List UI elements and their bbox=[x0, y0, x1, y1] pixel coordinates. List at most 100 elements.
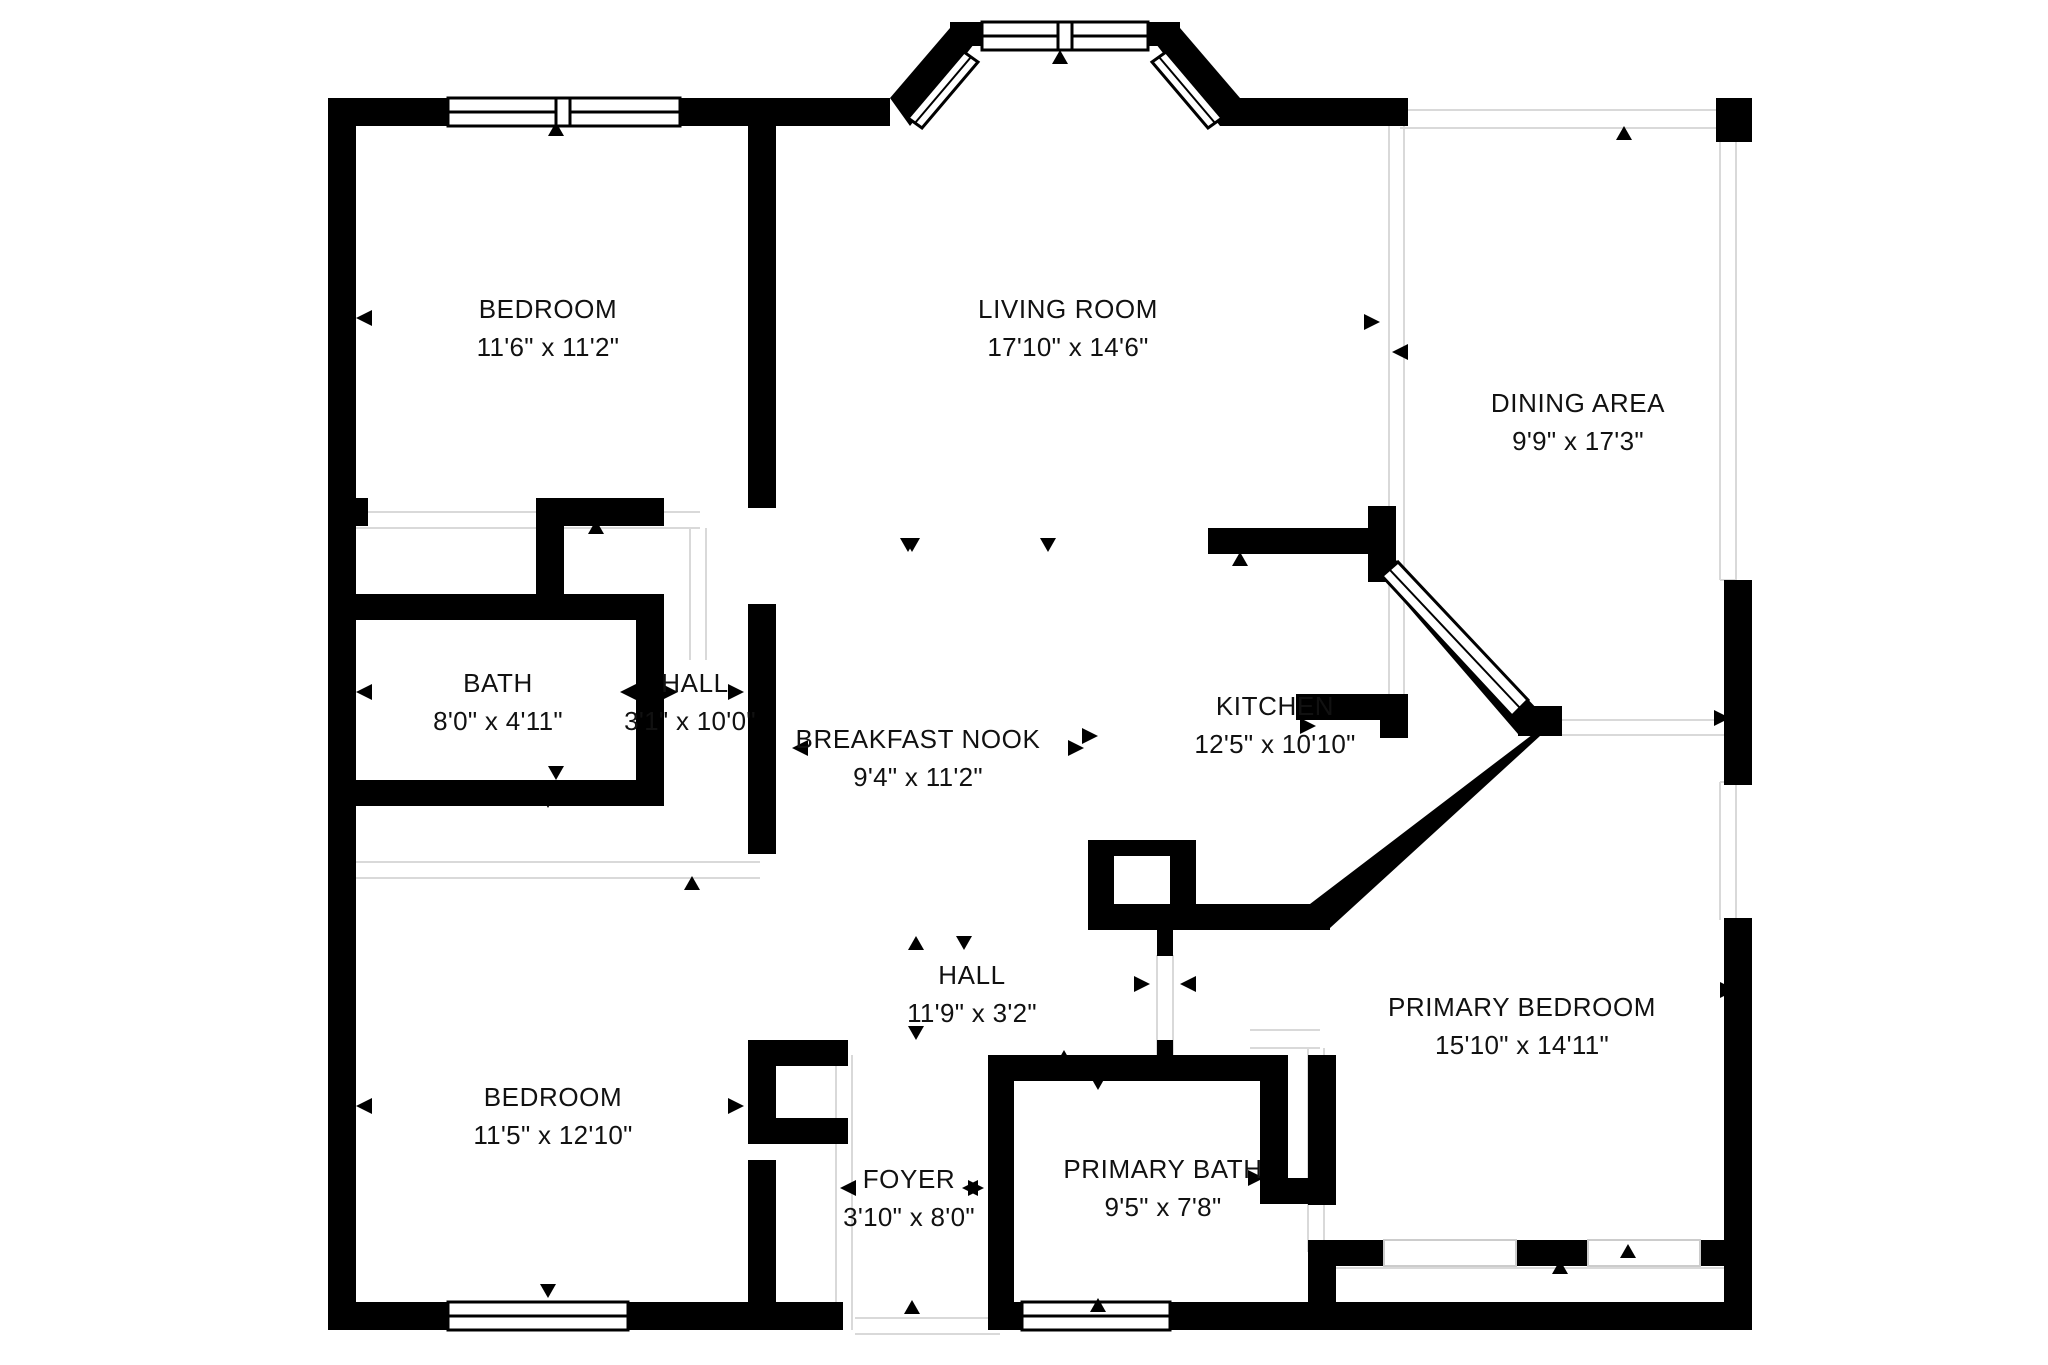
label-hall-2-dims: 11'9" x 3'2" bbox=[907, 998, 1037, 1028]
wall-pbr-closet-top-b bbox=[1516, 1240, 1588, 1266]
marker-bedroom1-window bbox=[548, 122, 564, 136]
marker-bedroom2-top bbox=[540, 794, 556, 808]
wall-hall1-top bbox=[636, 498, 664, 526]
marker-bath-left bbox=[356, 684, 372, 700]
wall-bath-bottom bbox=[328, 780, 608, 806]
wall-bedroom2-closet-bottom bbox=[748, 1118, 848, 1144]
marker-pbr-closet bbox=[1552, 1260, 1568, 1274]
marker-pbath-top bbox=[1090, 1076, 1106, 1090]
walls bbox=[328, 22, 1752, 1330]
label-foyer-name: FOYER bbox=[863, 1164, 956, 1194]
window-bay-center bbox=[980, 20, 1150, 52]
wall-kitchen-angle-lower bbox=[1310, 712, 1562, 928]
room-label-foyer: FOYER 3'10" x 8'0" bbox=[843, 1164, 974, 1232]
marker-pbath-bottom bbox=[1090, 1298, 1106, 1312]
wall-bottom-right bbox=[1264, 1302, 1752, 1330]
wall-exterior-right-a bbox=[1724, 580, 1752, 785]
wall-top-left-b bbox=[680, 98, 890, 126]
room-label-bath: BATH 8'0" x 4'11" bbox=[433, 668, 563, 736]
marker-bedroom2-right bbox=[728, 1098, 744, 1114]
wall-kitchen-bottom bbox=[1088, 904, 1330, 930]
room-label-primary-bedroom: PRIMARY BEDROOM 15'10" x 14'11" bbox=[1388, 992, 1656, 1060]
wall-bedroom2-closet-top bbox=[748, 1040, 848, 1066]
marker-nook-up bbox=[900, 538, 916, 552]
wall-hall2-stub-top bbox=[1157, 930, 1173, 956]
label-hall-1-name: HALL bbox=[661, 668, 728, 698]
label-primary-bedroom-dims: 15'10" x 14'11" bbox=[1435, 1030, 1609, 1060]
marker-dining-right bbox=[1714, 710, 1730, 726]
wall-pbath-niche-right bbox=[1308, 1055, 1336, 1205]
window-primary-bedroom-closet bbox=[1383, 1239, 1701, 1267]
marker-hall2-up bbox=[908, 1026, 924, 1040]
label-bedroom-1-dims: 11'6" x 11'2" bbox=[477, 332, 620, 362]
window-primary-bath-bottom bbox=[1020, 1300, 1172, 1332]
marker-living-down-b bbox=[1040, 538, 1056, 552]
wall-bedroom1-right bbox=[748, 98, 776, 508]
window-bedroom1-top bbox=[446, 96, 682, 128]
opening-outlines bbox=[345, 109, 1737, 1335]
window-bedroom2-bottom bbox=[446, 1300, 630, 1332]
marker-bath-right bbox=[620, 684, 636, 700]
marker-foyer-left bbox=[840, 1180, 856, 1196]
wall-kitchen-pantry-top bbox=[1088, 840, 1196, 856]
label-breakfast-nook-name: BREAKFAST NOOK bbox=[796, 724, 1041, 754]
marker-nook-down-b bbox=[956, 936, 972, 950]
marker-hall2-down bbox=[1056, 1050, 1072, 1064]
marker-hall1-bottom bbox=[684, 876, 700, 890]
marker-living-right-a bbox=[1364, 314, 1380, 330]
wall-bottom-pbath bbox=[1170, 1302, 1265, 1330]
marker-nook-left bbox=[792, 740, 808, 756]
window-bay-right bbox=[1149, 49, 1225, 131]
wall-bath-right-upper bbox=[536, 498, 564, 608]
marker-kitchen-top bbox=[1232, 552, 1248, 566]
wall-exterior-left bbox=[328, 98, 356, 1330]
room-label-bedroom-1: BEDROOM 11'6" x 11'2" bbox=[477, 294, 620, 362]
label-bath-dims: 8'0" x 4'11" bbox=[433, 706, 563, 736]
wall-exterior-right-b bbox=[1724, 918, 1752, 1330]
label-dining-area-name: DINING AREA bbox=[1491, 388, 1665, 418]
room-label-bedroom-2: BEDROOM 11'5" x 12'10" bbox=[473, 1082, 632, 1150]
wall-pbr-closet-top-c bbox=[1700, 1240, 1752, 1266]
windows bbox=[446, 20, 1701, 1332]
window-bay-left bbox=[905, 49, 981, 131]
wall-pbath-left bbox=[988, 1055, 1014, 1330]
wall-top-right-a bbox=[1220, 98, 1400, 126]
wall-top-right-corner bbox=[1716, 98, 1752, 142]
wall-bottom-left-a bbox=[328, 1302, 448, 1330]
marker-nook-right-b bbox=[1082, 728, 1098, 744]
label-hall-2-name: HALL bbox=[938, 960, 1005, 990]
label-primary-bath-dims: 9'5" x 7'8" bbox=[1105, 1192, 1222, 1222]
label-dining-area-dims: 9'9" x 17'3" bbox=[1512, 426, 1644, 456]
marker-bath-bottom bbox=[548, 766, 564, 780]
label-hall-1-dims: 3'1" x 10'0" bbox=[624, 706, 756, 736]
room-label-breakfast-nook: BREAKFAST NOOK 9'4" x 11'2" bbox=[796, 724, 1041, 792]
wall-kitchen-dining-bottom bbox=[1296, 694, 1408, 720]
label-primary-bath-name: PRIMARY BATH bbox=[1063, 1154, 1262, 1184]
label-primary-bedroom-name: PRIMARY BEDROOM bbox=[1388, 992, 1656, 1022]
marker-bedroom2-window bbox=[540, 1284, 556, 1298]
marker-pbr-right bbox=[1720, 982, 1736, 998]
marker-bath-top-b bbox=[548, 520, 564, 534]
wall-kitchen-top-a bbox=[1208, 528, 1368, 554]
label-living-room-name: LIVING ROOM bbox=[978, 294, 1158, 324]
wall-hall1-east-c bbox=[748, 1160, 776, 1330]
wall-bath-divider-mid bbox=[328, 594, 664, 620]
label-living-room-dims: 17'10" x 14'6" bbox=[987, 332, 1148, 362]
wall-pbr-closet-top-a bbox=[1324, 1240, 1384, 1266]
marker-nook-right-a bbox=[1068, 740, 1084, 756]
wall-bath-top-a bbox=[328, 498, 368, 526]
room-label-hall-2: HALL 11'9" x 3'2" bbox=[907, 960, 1037, 1028]
marker-bedroom1-left bbox=[356, 310, 372, 326]
wall-bay-corner-left bbox=[950, 22, 982, 46]
marker-kitchen-right bbox=[1300, 718, 1316, 734]
wall-pbath-top-a bbox=[988, 1055, 1260, 1081]
marker-hall1-left bbox=[662, 684, 678, 700]
window-kitchen-angled bbox=[1379, 559, 1531, 719]
marker-foyer-bottom bbox=[904, 1300, 920, 1314]
marker-kitchen-bottom bbox=[1230, 914, 1246, 928]
room-label-primary-bath: PRIMARY BATH 9'5" x 7'8" bbox=[1063, 1154, 1262, 1222]
room-label-kitchen: KITCHEN 12'5" x 10'10" bbox=[1194, 691, 1355, 759]
wall-bottom-left-b bbox=[628, 1302, 843, 1330]
label-bath-name: BATH bbox=[463, 668, 533, 698]
